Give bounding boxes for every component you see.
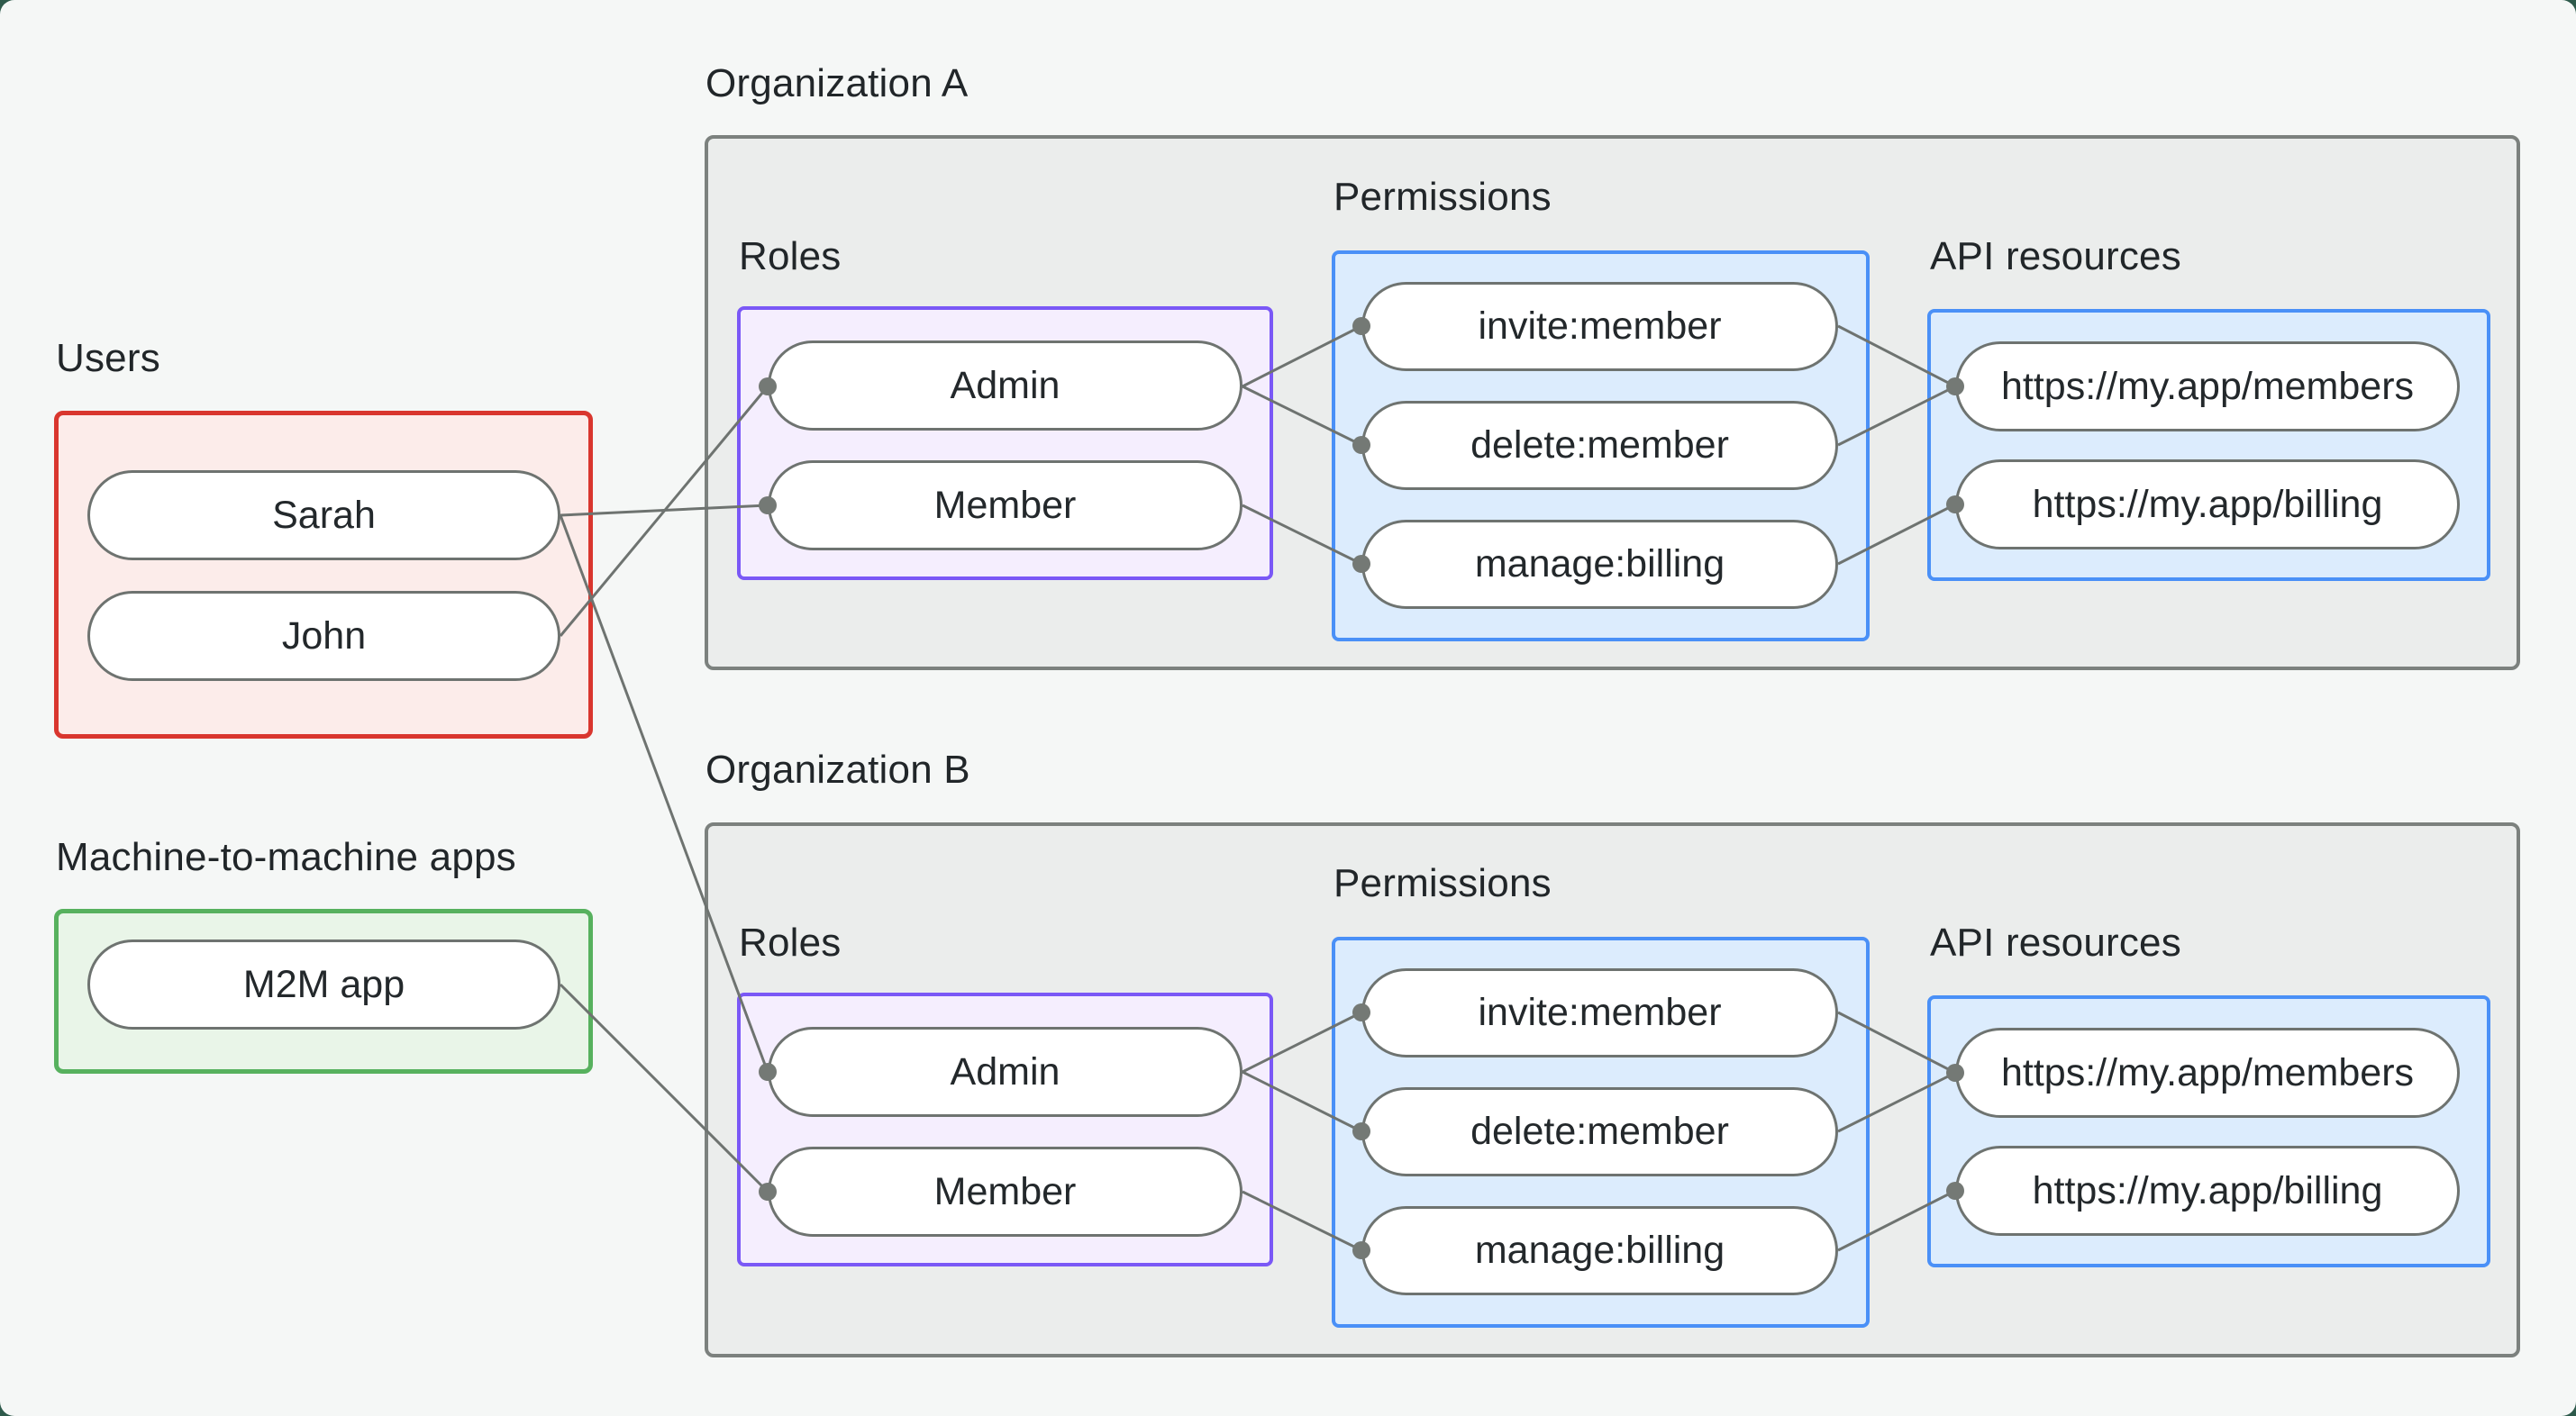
org-a-permission-delete-pill: delete:member xyxy=(1361,401,1838,490)
org-a-permission-manage-pill: manage:billing xyxy=(1361,520,1838,609)
org-a-title: Organization A xyxy=(705,61,969,105)
users-section-label: Users xyxy=(56,336,160,380)
m2m-app-pill: M2M app xyxy=(87,939,560,1030)
org-b-permission-manage-pill: manage:billing xyxy=(1361,1206,1838,1295)
org-b-permission-delete-label: delete:member xyxy=(1470,1110,1729,1153)
org-a-permission-invite-label: invite:member xyxy=(1478,304,1722,348)
org-a-api-members-label: https://my.app/members xyxy=(2000,364,2415,408)
org-b-permission-delete-pill: delete:member xyxy=(1361,1087,1838,1176)
org-a-role-member-label: Member xyxy=(933,483,1077,527)
user-pill-sarah-label: Sarah xyxy=(272,493,376,537)
org-b-permission-invite-pill: invite:member xyxy=(1361,968,1838,1057)
org-a-api-billing-pill: https://my.app/billing xyxy=(1955,459,2460,549)
org-a-permission-invite-pill: invite:member xyxy=(1361,282,1838,371)
users-group-box xyxy=(54,411,593,739)
org-b-role-member-pill: Member xyxy=(768,1147,1242,1237)
org-b-api-billing-label: https://my.app/billing xyxy=(2032,1168,2383,1212)
org-b-role-admin-pill: Admin xyxy=(768,1027,1242,1117)
m2m-section-label: Machine-to-machine apps xyxy=(56,835,516,879)
org-a-role-admin-label: Admin xyxy=(950,363,1060,407)
org-b-api-resources-label: API resources xyxy=(1930,921,2181,965)
org-b-role-member-label: Member xyxy=(933,1169,1077,1213)
org-b-permissions-label: Permissions xyxy=(1334,861,1552,905)
org-b-roles-label: Roles xyxy=(739,921,842,965)
org-b-api-billing-pill: https://my.app/billing xyxy=(1955,1146,2460,1236)
user-pill-john: John xyxy=(87,591,560,681)
user-pill-sarah: Sarah xyxy=(87,470,560,560)
org-b-role-admin-label: Admin xyxy=(950,1049,1060,1094)
org-b-api-members-label: https://my.app/members xyxy=(2000,1050,2415,1094)
org-b-title: Organization B xyxy=(705,748,970,792)
org-a-role-member-pill: Member xyxy=(768,460,1242,550)
user-pill-john-label: John xyxy=(281,613,367,658)
org-a-api-billing-label: https://my.app/billing xyxy=(2032,482,2383,526)
org-a-role-admin-pill: Admin xyxy=(768,340,1242,431)
org-a-api-resources-label: API resources xyxy=(1930,234,2181,278)
org-a-permission-manage-label: manage:billing xyxy=(1474,542,1725,585)
org-b-permission-manage-label: manage:billing xyxy=(1474,1229,1725,1272)
org-b-permission-invite-label: invite:member xyxy=(1478,991,1722,1034)
m2m-app-pill-label: M2M app xyxy=(242,962,405,1006)
org-a-permission-delete-label: delete:member xyxy=(1470,423,1729,467)
org-a-roles-label: Roles xyxy=(739,234,842,278)
org-b-api-members-pill: https://my.app/members xyxy=(1955,1028,2460,1118)
org-a-permissions-label: Permissions xyxy=(1334,175,1552,219)
org-a-api-members-pill: https://my.app/members xyxy=(1955,341,2460,431)
